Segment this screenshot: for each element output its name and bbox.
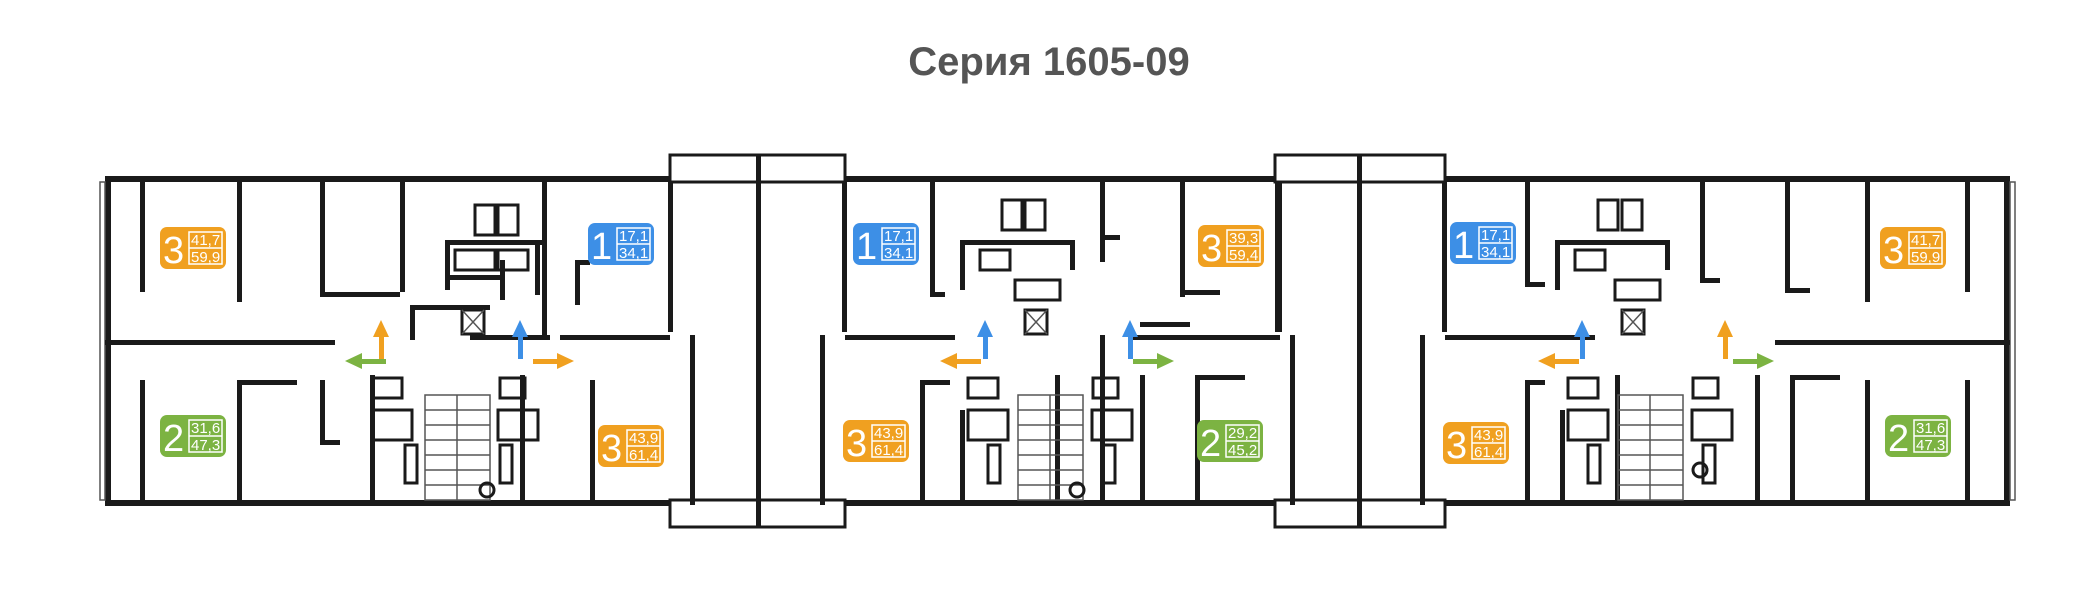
balconies — [668, 153, 1447, 529]
room-count: 1 — [856, 226, 877, 268]
apartment-badge: 1 17,134,1 — [853, 223, 919, 268]
apartment-badge: 3 43,961,4 — [843, 420, 909, 465]
living-area: 41,7 — [191, 232, 220, 249]
room-count: 3 — [846, 423, 867, 465]
arrow-up-icon — [977, 320, 993, 359]
total-area: 47,3 — [1916, 437, 1945, 454]
living-area: 17,1 — [1481, 227, 1510, 244]
arrow-left-icon — [940, 353, 981, 369]
room-count: 2 — [1888, 418, 1909, 460]
apartment-badge: 3 43,961,4 — [598, 425, 664, 470]
page-title: Серия 1605-09 — [908, 40, 1190, 84]
room-count: 1 — [591, 226, 612, 268]
apartment-badge: 3 43,961,4 — [1443, 422, 1509, 467]
living-area: 43,9 — [1474, 427, 1503, 444]
living-area: 31,6 — [191, 420, 220, 437]
room-count: 3 — [1446, 425, 1467, 467]
total-area: 47,3 — [191, 437, 220, 454]
room-count: 3 — [1201, 228, 1222, 270]
arrow-up-icon — [1122, 320, 1138, 359]
room-count: 2 — [1200, 423, 1221, 465]
room-count: 1 — [1453, 225, 1474, 267]
total-area: 59,4 — [1229, 247, 1258, 264]
apartment-badge: 3 39,359,4 — [1198, 225, 1264, 270]
total-area: 61,4 — [874, 442, 903, 459]
arrow-up-icon — [1574, 320, 1590, 359]
living-area: 43,9 — [629, 430, 658, 447]
apartment-badge: 1 17,134,1 — [1450, 222, 1516, 267]
apartment-badge: 3 41,759,9 — [160, 227, 226, 272]
living-area: 31,6 — [1916, 420, 1945, 437]
living-area: 17,1 — [619, 228, 648, 245]
apartment-badge: 2 31,647,3 — [1885, 415, 1951, 460]
arrow-right-icon — [533, 353, 574, 369]
total-area: 59,9 — [191, 249, 220, 266]
total-area: 61,4 — [629, 447, 658, 464]
arrow-up-icon — [1717, 320, 1733, 359]
arrow-up-icon — [373, 320, 389, 359]
arrow-right-icon — [1733, 353, 1774, 369]
total-area: 61,4 — [1474, 444, 1503, 461]
arrow-left-icon — [1538, 353, 1579, 369]
section-1-walls — [140, 182, 595, 501]
total-area: 45,2 — [1228, 442, 1257, 459]
room-count: 3 — [163, 230, 184, 272]
arrow-left-icon — [345, 353, 386, 369]
entrance-arrows — [345, 320, 1774, 369]
living-area: 41,7 — [1911, 232, 1940, 249]
apartment-badge: 3 41,759,9 — [1880, 227, 1946, 272]
apartment-badge: 2 31,647,3 — [160, 415, 226, 460]
apartment-badge: 2 29,245,2 — [1197, 420, 1263, 465]
total-area: 59,9 — [1911, 249, 1940, 266]
apartment-badge: 1 17,134,1 — [588, 223, 654, 268]
total-area: 34,1 — [1481, 244, 1510, 261]
living-area: 29,2 — [1228, 425, 1257, 442]
living-area: 17,1 — [884, 228, 913, 245]
section-3-walls — [1525, 182, 1970, 501]
arrow-up-icon — [512, 320, 528, 359]
room-count: 2 — [163, 418, 184, 460]
total-area: 34,1 — [619, 245, 648, 262]
total-area: 34,1 — [884, 245, 913, 262]
section-2-walls — [920, 182, 1280, 501]
room-count: 3 — [1883, 230, 1904, 272]
living-area: 39,3 — [1229, 230, 1258, 247]
room-count: 3 — [601, 428, 622, 470]
living-area: 43,9 — [874, 425, 903, 442]
arrow-right-icon — [1133, 353, 1174, 369]
